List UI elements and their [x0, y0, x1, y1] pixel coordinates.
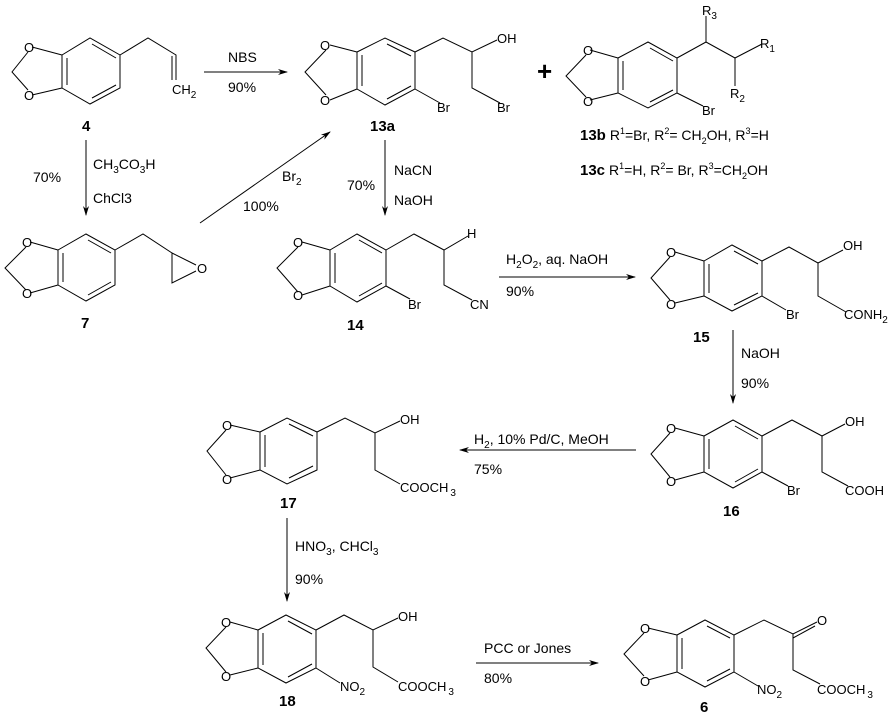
atom-ch2: CH2 — [172, 82, 197, 101]
atom-br-chain: Br — [497, 100, 511, 115]
compound-label-4: 4 — [82, 118, 91, 135]
atom-o-bottom: O — [666, 474, 676, 489]
atom-o-bottom: O — [320, 93, 330, 108]
atom-conh2: CONH2 — [844, 307, 888, 326]
atom-o-top: O — [221, 615, 231, 630]
atom-oh: OH — [845, 414, 865, 429]
yield-label: 80% — [484, 670, 512, 686]
compound-label-16: 16 — [723, 503, 740, 520]
compound-16: O O OH Br COOH 16 — [650, 414, 884, 520]
reaction-arrow-15-to-16: NaOH 90% — [730, 330, 780, 404]
atom-r3: R3 — [702, 3, 717, 22]
yield-label: 75% — [474, 461, 502, 477]
atom-o-top: O — [24, 40, 34, 55]
reagent-hydrogenation: H2, 10% Pd/C, MeOH — [474, 431, 609, 451]
atom-o-bottom: O — [583, 94, 593, 109]
atom-o-bottom: O — [221, 669, 231, 684]
compound-label-17: 17 — [280, 495, 297, 512]
atom-ketone-o: O — [817, 613, 827, 628]
atom-o-bottom: O — [22, 286, 32, 301]
atom-h: H — [467, 226, 476, 241]
compound-label-6: 6 — [700, 699, 708, 716]
yield-label: 90% — [506, 283, 534, 299]
atom-cn: CN — [470, 297, 489, 312]
compound-label-14: 14 — [347, 317, 364, 334]
reaction-arrow-7-to-13a: Br2 100% — [199, 131, 331, 224]
reagent-solvent: ChCl3 — [93, 190, 132, 206]
compound-14: O O H Br CN 14 — [276, 226, 489, 334]
compound-label-7: 7 — [81, 315, 89, 332]
compound-label-15: 15 — [693, 329, 710, 346]
yield-label: 70% — [347, 177, 375, 193]
reagent-h2o2-naoh: H2O2, aq. NaOH — [506, 251, 608, 271]
atom-br-ring: Br — [437, 100, 451, 115]
atom-oh: OH — [843, 238, 863, 253]
atom-no2: NO2 — [340, 679, 366, 698]
compound-label-18: 18 — [279, 693, 296, 710]
reaction-arrow-13a-to-14: 70% NaCN NaOH — [347, 140, 433, 216]
reagent-nitration: HNO3, CHCl3 — [295, 538, 379, 558]
compound-4: O O CH2 4 — [11, 37, 197, 135]
reagent-bromine: Br2 — [282, 168, 302, 188]
reagent-nacn: NaCN — [394, 162, 432, 178]
compound-7: O O O 7 — [4, 233, 207, 332]
atom-o-top: O — [583, 43, 593, 58]
reagent-oxidant: PCC or Jones — [484, 640, 571, 656]
compound-15: O O OH Br CONH2 15 — [650, 238, 888, 346]
atom-o-top: O — [666, 421, 676, 436]
atom-o-top: O — [320, 38, 330, 53]
reaction-arrow-14-to-15: H2O2, aq. NaOH 90% — [499, 251, 636, 299]
yield-label: 90% — [741, 375, 769, 391]
atom-r2: R2 — [730, 86, 745, 105]
atom-cooh: COOH — [845, 483, 884, 498]
yield-label: 70% — [33, 169, 61, 185]
reaction-arrow-4-to-13a: NBS 90% — [204, 49, 288, 95]
reaction-arrow-16-to-17: H2, 10% Pd/C, MeOH 75% — [459, 431, 636, 477]
atom-br: Br — [787, 483, 801, 498]
reaction-arrow-18-to-6: PCC or Jones 80% — [476, 640, 599, 686]
yield-label: 90% — [228, 79, 256, 95]
compound-label-13a: 13a — [370, 118, 396, 135]
reagent-naoh: NaOH — [741, 345, 780, 361]
atom-o-top: O — [222, 418, 232, 433]
compound-13a: O O OH Br Br 13a — [304, 31, 517, 135]
atom-o-bottom: O — [222, 472, 232, 487]
atom-o-top: O — [22, 235, 32, 250]
reagent-nbs: NBS — [228, 49, 257, 65]
atom-o-top: O — [293, 235, 303, 250]
atom-o-top: O — [640, 621, 650, 636]
atom-br: Br — [702, 103, 716, 118]
reaction-arrow-4-to-7: 70% CH3CO3H ChCl3 — [33, 140, 155, 216]
reagent-naoh: NaOH — [394, 192, 433, 208]
atom-oh: OH — [400, 412, 420, 427]
atom-o-bottom: O — [640, 674, 650, 689]
atom-o-bottom: O — [293, 288, 303, 303]
atom-oh: OH — [497, 31, 517, 46]
atom-r1: R1 — [760, 36, 775, 55]
atom-o-top: O — [666, 245, 676, 260]
reagent-peracetic-acid: CH3CO3H — [93, 156, 155, 176]
plus-sign: + — [537, 56, 552, 86]
atom-o-epoxide: O — [197, 261, 207, 276]
yield-label: 90% — [295, 571, 323, 587]
atom-br: Br — [408, 297, 422, 312]
atom-o-bottom: O — [24, 88, 34, 103]
atom-o-bottom: O — [666, 297, 676, 312]
reaction-arrow-17-to-18: HNO3, CHCl3 90% — [284, 518, 379, 602]
compound-13b-13c: O O R3 R1 R2 Br — [565, 3, 775, 118]
yield-label: 100% — [243, 198, 279, 214]
atom-oh: OH — [398, 609, 418, 624]
atom-no2: NO2 — [757, 682, 783, 701]
atom-br: Br — [786, 307, 800, 322]
